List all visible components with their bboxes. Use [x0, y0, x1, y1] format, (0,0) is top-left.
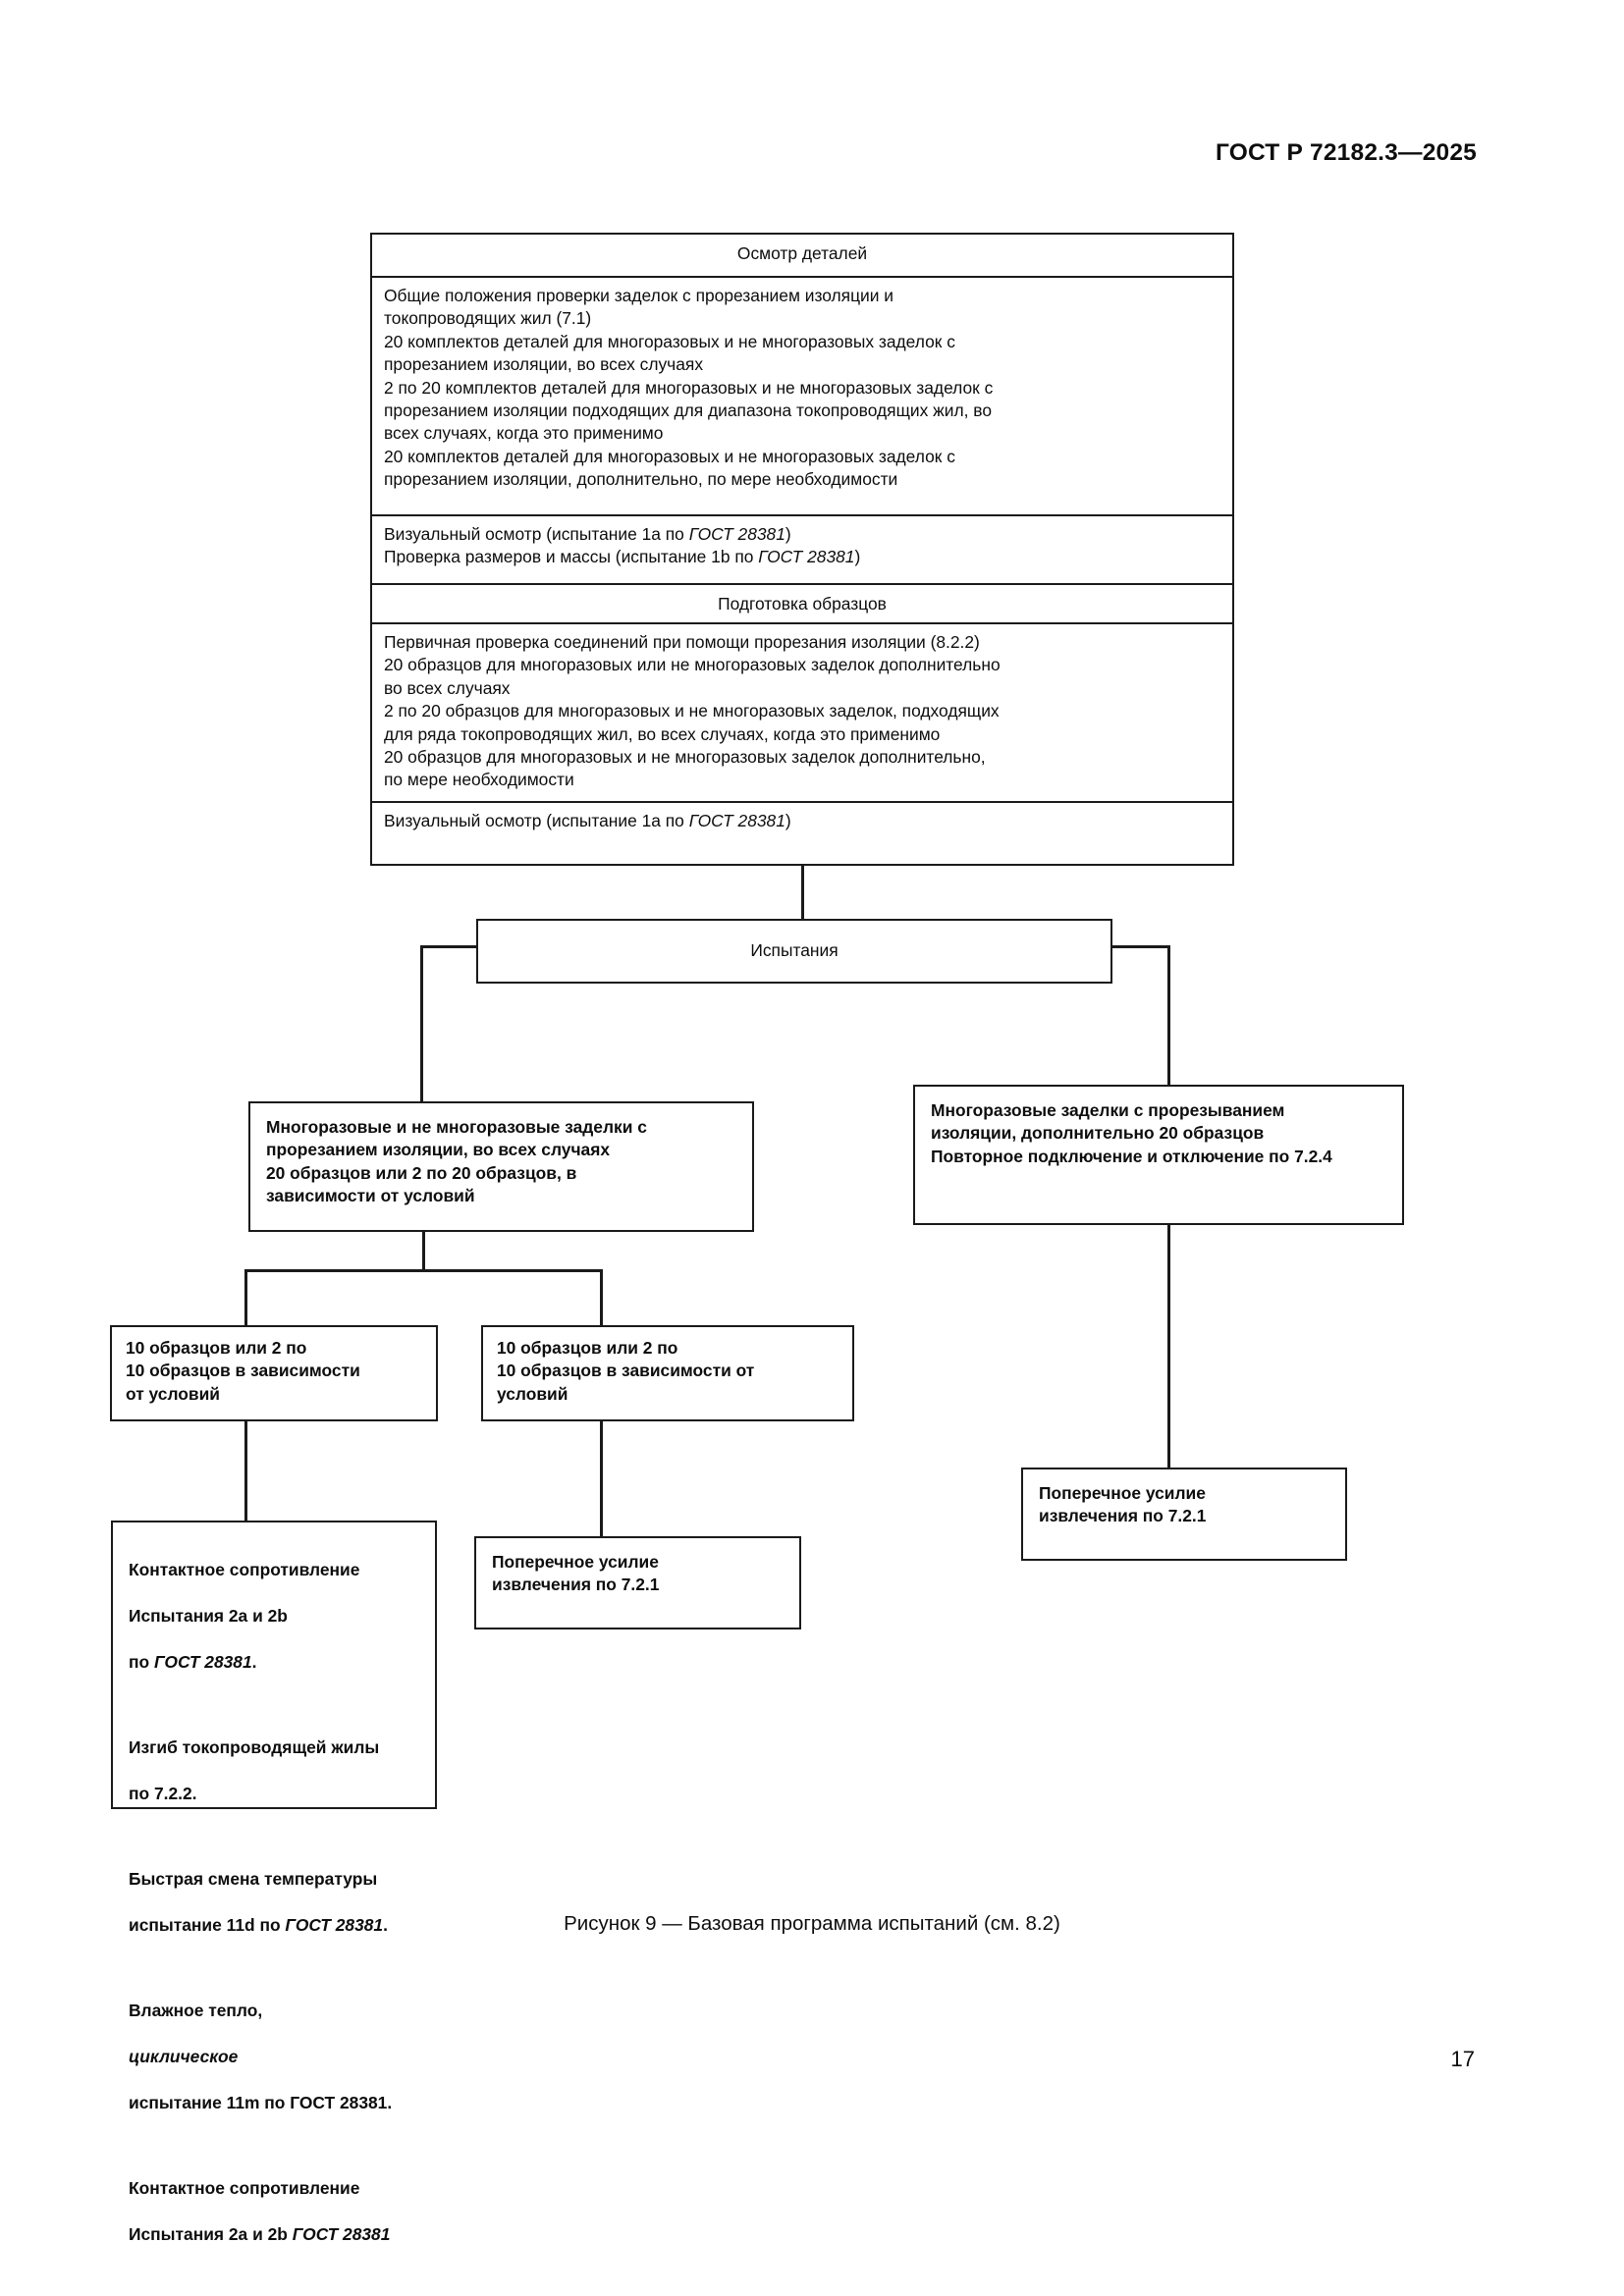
- connector-table-to-tests: [801, 866, 804, 919]
- branch-box-reusable-and-non-reusable: Многоразовые и не многоразовые заделки с…: [248, 1101, 754, 1232]
- table-row-final-visual-inspection: Визуальный осмотр (испытание 1a по ГОСТ …: [372, 801, 1232, 863]
- table-row-parts-requirements: Общие положения проверки заделок с проре…: [372, 276, 1232, 514]
- table-header-parts-inspection: Осмотр деталей: [736, 243, 868, 263]
- inspection-preparation-table: Осмотр деталей Общие положения проверки …: [370, 233, 1234, 866]
- table-header-sample-preparation: Подготовка образцов: [372, 583, 1232, 622]
- connector-tests-left-horizontal: [420, 945, 479, 948]
- detail-group-damp-heat-cyclic: Влажное тепло, циклическое испытание 11m…: [129, 1977, 423, 2138]
- figure-caption: Рисунок 9 — Базовая программа испытаний …: [564, 1912, 1060, 1935]
- standard-ref-gost-28381: ГОСТ 28381: [153, 1652, 252, 1673]
- connector-sample-left-to-detail: [244, 1421, 247, 1521]
- standard-ref-gost-28381: ГОСТ 28381: [758, 547, 855, 567]
- connector-to-samples-left: [244, 1269, 247, 1325]
- branch-box-reusable-additional: Многоразовые заделки с прорезыванием изо…: [913, 1085, 1404, 1225]
- connector-left-branch-down: [422, 1232, 425, 1271]
- connector-sample-right-to-pullout: [600, 1421, 603, 1536]
- tests-detail-box: Контактное сопротивление Испытания 2a и …: [111, 1521, 437, 2244]
- cyclic-emphasis: циклическое: [129, 2047, 239, 2067]
- detail-group-rapid-temperature-change: Быстрая смена температуры испытание 11d …: [129, 1869, 388, 1936]
- standard-ref-gost-28381: ГОСТ 28381: [688, 524, 785, 544]
- table-row-sample-requirements: Первичная проверка соединений при помощи…: [372, 622, 1232, 801]
- connector-left-branch-split: [244, 1269, 602, 1272]
- visual-check-line: Визуальный осмотр (испытание 1a по ГОСТ …: [384, 524, 791, 544]
- pullout-box-middle: Поперечное усилие извлечения по 7.2.1: [474, 1536, 801, 1629]
- node-tests-label: Испытания: [750, 940, 839, 961]
- final-visual-check-line: Визуальный осмотр (испытание 1a по ГОСТ …: [384, 811, 791, 830]
- detail-group-contact-resistance-1: Контактное сопротивление Испытания 2a и …: [129, 1560, 360, 1673]
- pullout-box-right: Поперечное усилие извлечения по 7.2.1: [1021, 1468, 1347, 1561]
- standard-ref-gost-28381: ГОСТ 28381: [285, 1915, 384, 1936]
- connector-tests-right-vertical: [1167, 945, 1170, 1085]
- table-row-visual-and-dimension-check: Визуальный осмотр (испытание 1a по ГОСТ …: [372, 514, 1232, 583]
- connector-tests-left-vertical: [420, 945, 423, 1101]
- standard-ref-gost-28381: ГОСТ 28381: [292, 2223, 391, 2244]
- connector-right-branch-to-pullout: [1167, 1225, 1170, 1468]
- sample-box-right: 10 образцов или 2 по 10 образцов в завис…: [481, 1325, 854, 1421]
- detail-group-contact-resistance-2: Контактное сопротивление Испытания 2a и …: [129, 2178, 391, 2244]
- connector-tests-right-horizontal: [1110, 945, 1170, 948]
- detail-group-conductor-bending: Изгиб токопроводящей жилы по 7.2.2.: [129, 1737, 380, 1804]
- standard-ref-gost-28381: ГОСТ 28381: [688, 811, 785, 830]
- connector-to-samples-right: [600, 1269, 603, 1325]
- dimension-mass-check-line: Проверка размеров и массы (испытание 1b …: [384, 547, 861, 567]
- running-head-standard-number: ГОСТ Р 72182.3—2025: [1216, 139, 1477, 166]
- sample-box-left: 10 образцов или 2 по 10 образцов в завис…: [110, 1325, 438, 1421]
- node-tests: Испытания: [476, 919, 1112, 984]
- page-number: 17: [1450, 2047, 1475, 2071]
